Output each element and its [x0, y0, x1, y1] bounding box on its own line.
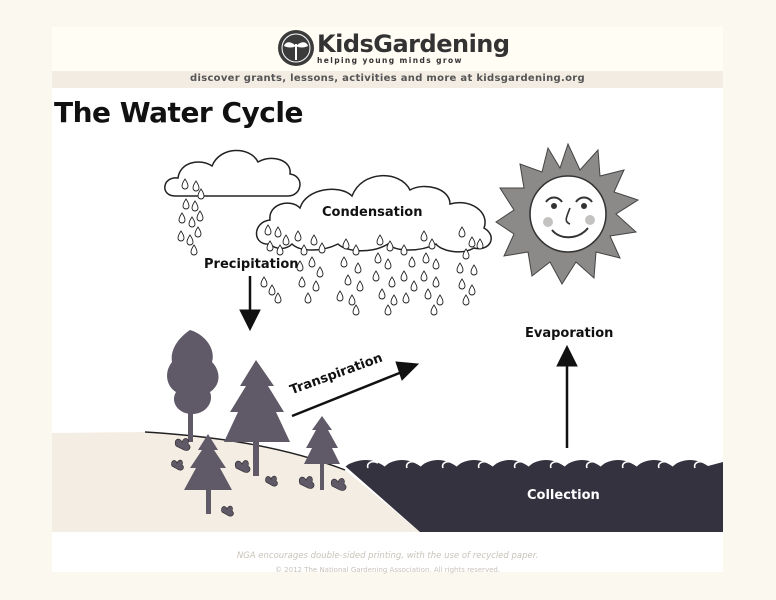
brand-name: KidsGardening: [317, 29, 510, 58]
tree-pine-right: [304, 416, 340, 490]
tagline-band: [52, 71, 723, 88]
evaporation-arrow: [556, 344, 578, 448]
water-collection-body: [345, 460, 723, 532]
precipitation-arrow: [239, 276, 261, 332]
page-title: The Water Cycle: [54, 96, 303, 129]
wave-crests: [344, 456, 706, 469]
sun-icon: [495, 142, 640, 285]
condensation-label: Condensation: [322, 205, 423, 220]
footer-copyright: © 2012 The National Gardening Associatio…: [274, 566, 501, 574]
collection-label: Collection: [527, 488, 600, 503]
site-tagline: discover grants, lessons, activities and…: [190, 73, 585, 84]
tree-pine-center: [224, 360, 290, 476]
precipitation-label: Precipitation: [204, 257, 299, 272]
kidsgardening-logo[interactable]: KidsGardening helping young minds grow: [278, 28, 510, 68]
brand-tagline: helping young minds grow: [317, 55, 463, 65]
footer-note: NGA encourages double-sided printing, wi…: [236, 551, 539, 561]
transpiration-arrow: [291, 361, 420, 418]
tree-pine-left: [184, 434, 232, 514]
hillside-ground: [52, 432, 420, 532]
small-plants: [171, 438, 347, 517]
sprout-logo-icon: [278, 30, 314, 66]
large-cloud: [255, 175, 492, 253]
evaporation-label: Evaporation: [525, 326, 614, 341]
tree-round: [167, 330, 219, 442]
brand-band: [52, 27, 723, 71]
small-cloud: [164, 149, 301, 197]
